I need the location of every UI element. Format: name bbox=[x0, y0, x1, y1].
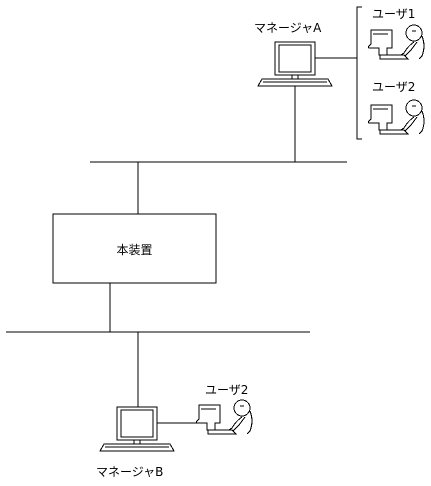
manager-a-computer-icon bbox=[257, 41, 333, 87]
user-label: ユーザ1 bbox=[372, 7, 415, 21]
user-group-bracket bbox=[356, 6, 362, 140]
user-icon bbox=[368, 99, 425, 135]
user-icon bbox=[196, 399, 253, 435]
main-unit-label: 本装置 bbox=[116, 243, 152, 257]
manager-b-computer-icon bbox=[99, 406, 175, 452]
user-icon bbox=[368, 24, 425, 60]
user-label: ユーザ2 bbox=[372, 80, 415, 94]
manager-b-label: マネージャB bbox=[96, 465, 163, 479]
manager-a-label: マネージャA bbox=[254, 21, 322, 35]
main-unit-box bbox=[52, 213, 217, 284]
user-label: ユーザ2 bbox=[205, 383, 248, 397]
